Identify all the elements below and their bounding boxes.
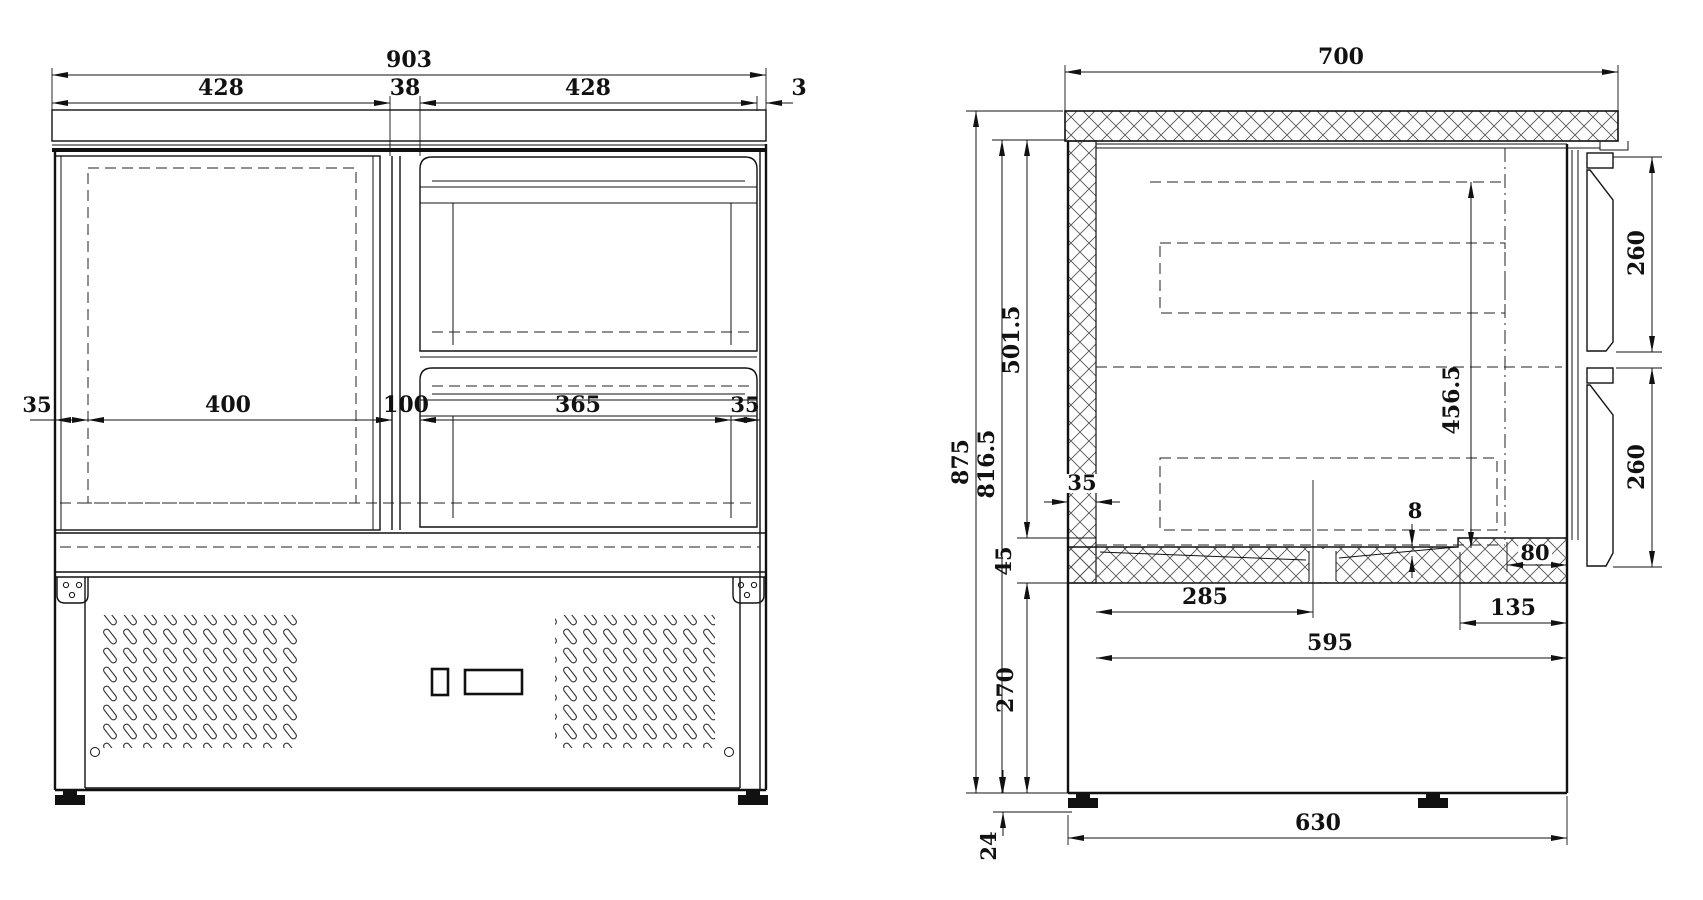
dim-side-gap: 3: [791, 75, 806, 101]
dim-wall-right: 35: [730, 392, 759, 417]
dim-front-ledge: 135: [1490, 595, 1536, 621]
front-dimensions: 903 428 38 428 3 35 400 100 365 35: [22, 47, 807, 423]
dim-interior-clear-height: 456.5: [1439, 366, 1465, 435]
dim-drain-offset: 285: [1182, 584, 1228, 610]
dim-base-height: 270: [993, 667, 1019, 713]
front-feet: [55, 790, 768, 805]
thermostat-display: [463, 668, 524, 696]
lower-drawer-body-dashed: [1159, 457, 1498, 531]
right-vent-grille: [555, 615, 715, 748]
dim-drawer-opening: 365: [555, 392, 601, 418]
dim-door-opening: 400: [205, 392, 251, 418]
side-dimensions: 700 875 816.5 501.5 45 270 24: [948, 44, 1662, 861]
dim-floor-front-shelf: 80: [1520, 540, 1549, 565]
worktop-nose: [1599, 141, 1629, 151]
screw-hole-right: [724, 747, 734, 757]
side-worktop: [1064, 110, 1619, 142]
dim-floor-insulation: 45: [991, 546, 1016, 575]
upper-drawer-front: [419, 156, 758, 352]
dim-wall-thickness: 35: [1067, 470, 1096, 495]
door-panel: [54, 155, 381, 531]
left-vent-grille: [100, 615, 300, 748]
dim-foot-height: 24: [976, 831, 1001, 860]
side-feet: [1068, 793, 1448, 808]
dim-height-interior: 501.5: [999, 306, 1025, 375]
dim-center-post: 100: [383, 392, 429, 418]
dim-upper-drawer-front: 260: [1624, 230, 1650, 276]
lower-drawer-top-rail: [1586, 367, 1614, 384]
front-worktop: [51, 109, 767, 142]
dim-depth: 700: [1318, 44, 1364, 70]
upper-drawer-front-profile: [1586, 169, 1614, 352]
upper-drawer-body-dashed: [1159, 242, 1506, 314]
insulated-wall: [1067, 140, 1097, 584]
dim-lower-drawer-front: 260: [1624, 444, 1650, 490]
dim-base-depth: 630: [1295, 810, 1341, 836]
screw-hole-left: [90, 747, 100, 757]
dim-height-total: 875: [948, 439, 974, 485]
dim-mullion-width: 38: [390, 75, 421, 101]
side-view: 700 875 816.5 501.5 45 270 24: [948, 44, 1662, 861]
switch: [430, 667, 450, 697]
front-view: 903 428 38 428 3 35 400 100 365 35: [22, 47, 807, 805]
dim-right-section-width: 428: [565, 75, 611, 101]
dim-height-body: 816.5: [974, 430, 1000, 499]
dim-floor-slope-step: 8: [1408, 498, 1423, 523]
lower-drawer-front-profile: [1586, 384, 1614, 567]
left-hinge: [56, 577, 89, 604]
drain-gap: [1309, 549, 1336, 582]
lower-drawer-front: [419, 367, 758, 528]
dim-left-door-width: 428: [198, 75, 244, 101]
upper-drawer-top-rail: [1586, 152, 1614, 169]
right-hinge: [732, 577, 765, 604]
dim-wall-left: 35: [22, 392, 51, 417]
dim-interior-depth: 595: [1307, 630, 1353, 656]
door-interior-dashed: [87, 167, 357, 504]
dim-total-width: 903: [386, 47, 432, 73]
